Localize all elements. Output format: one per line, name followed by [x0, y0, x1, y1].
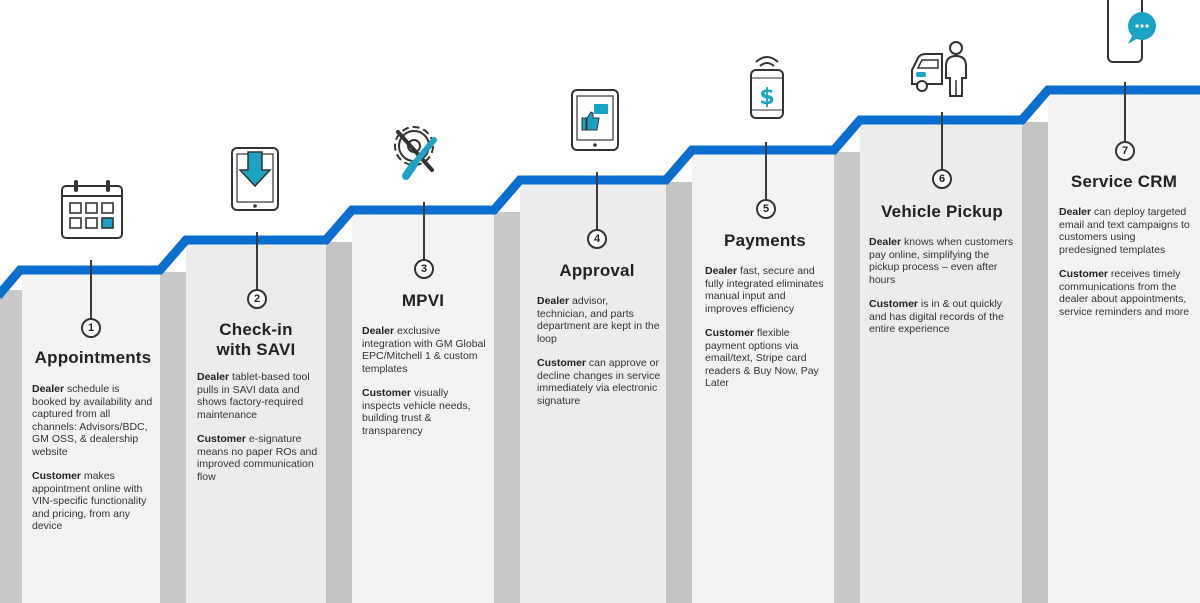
step-body-checkin: Dealer tablet-based tool pulls in SAVI d… — [197, 371, 321, 495]
customer-text: Customer e-signature means no paper ROs … — [197, 433, 318, 483]
step-side-1 — [160, 272, 186, 603]
connector-5 — [765, 142, 767, 200]
customer-text: Customer visually inspects vehicle needs… — [362, 387, 471, 437]
step-title-crm: Service CRM — [1070, 172, 1178, 191]
dealer-text: Dealer fast, secure and fully integrated… — [705, 265, 824, 315]
step-title-payments: Payments — [724, 231, 806, 250]
step-title-checkin: Check-in with SAVI — [216, 320, 296, 359]
step-left-edge — [0, 290, 22, 603]
dealer-text: Dealer exclusive integration with GM Glo… — [362, 325, 486, 375]
dealer-text: Dealer tablet-based tool pulls in SAVI d… — [197, 371, 310, 421]
step-number-2: 2 — [247, 289, 267, 309]
connector-2 — [256, 232, 258, 290]
calendar-icon — [61, 180, 123, 239]
step-body-pickup: Dealer knows when customers pay online, … — [869, 236, 1019, 348]
tablet-thumbs-up-icon — [571, 89, 619, 151]
step-number-6: 6 — [932, 169, 952, 189]
step-side-4 — [666, 182, 692, 603]
dealer-text: Dealer can deploy targeted email and tex… — [1059, 206, 1190, 256]
step-panel-pickup — [860, 122, 1022, 603]
step-side-3 — [494, 212, 520, 603]
step-number-4: 4 — [587, 229, 607, 249]
step-panel-approval — [520, 182, 666, 603]
step-number-7: 7 — [1115, 141, 1135, 161]
car-person-icon — [911, 41, 967, 97]
step-panel-crm — [1048, 92, 1200, 603]
gear-wrench-icon — [394, 126, 437, 180]
step-body-payments: Dealer fast, secure and fully integrated… — [705, 265, 829, 402]
connector-6 — [941, 112, 943, 170]
step-title-mpvi: MPVI — [401, 291, 445, 310]
step-number-1: 1 — [81, 318, 101, 338]
step-side-5 — [834, 152, 860, 603]
step-title-pickup: Vehicle Pickup — [881, 202, 1003, 221]
phone-chat-icon — [1107, 0, 1156, 63]
step-number-5: 5 — [756, 199, 776, 219]
customer-text: Customer flexible payment options via em… — [705, 327, 819, 389]
dealer-text: Dealer schedule is booked by availabilit… — [32, 383, 153, 458]
step-body-approval: Dealer advisor, technician, and parts de… — [537, 295, 661, 419]
step-side-6 — [1022, 122, 1048, 603]
customer-text: Customer can approve or decline changes … — [537, 357, 661, 407]
connector-4 — [596, 172, 598, 230]
step-title-appointments: Appointments — [34, 348, 152, 367]
step-side-2 — [326, 242, 352, 603]
customer-text: Customer receives timely communications … — [1059, 268, 1190, 318]
tablet-download-icon — [231, 147, 279, 211]
customer-text: Customer is in & out quickly and has dig… — [869, 298, 1004, 335]
step-body-appointments: Dealer schedule is booked by availabilit… — [32, 383, 156, 545]
dealer-text: Dealer advisor, technician, and parts de… — [537, 295, 660, 345]
step-title-approval: Approval — [559, 261, 635, 280]
svg-text:$: $ — [759, 85, 774, 110]
step-body-crm: Dealer can deploy targeted email and tex… — [1059, 206, 1195, 330]
connector-1 — [90, 260, 92, 320]
customer-text: Customer makes appointment online with V… — [32, 470, 147, 532]
step-number-3: 3 — [414, 259, 434, 279]
step-body-mpvi: Dealer exclusive integration with GM Glo… — [362, 325, 488, 449]
connector-3 — [423, 202, 425, 260]
connector-7 — [1124, 82, 1126, 142]
dealer-text: Dealer knows when customers pay online, … — [869, 236, 1014, 286]
step-panel-payments — [692, 152, 834, 603]
phone-payment-icon: $ — [750, 56, 784, 119]
